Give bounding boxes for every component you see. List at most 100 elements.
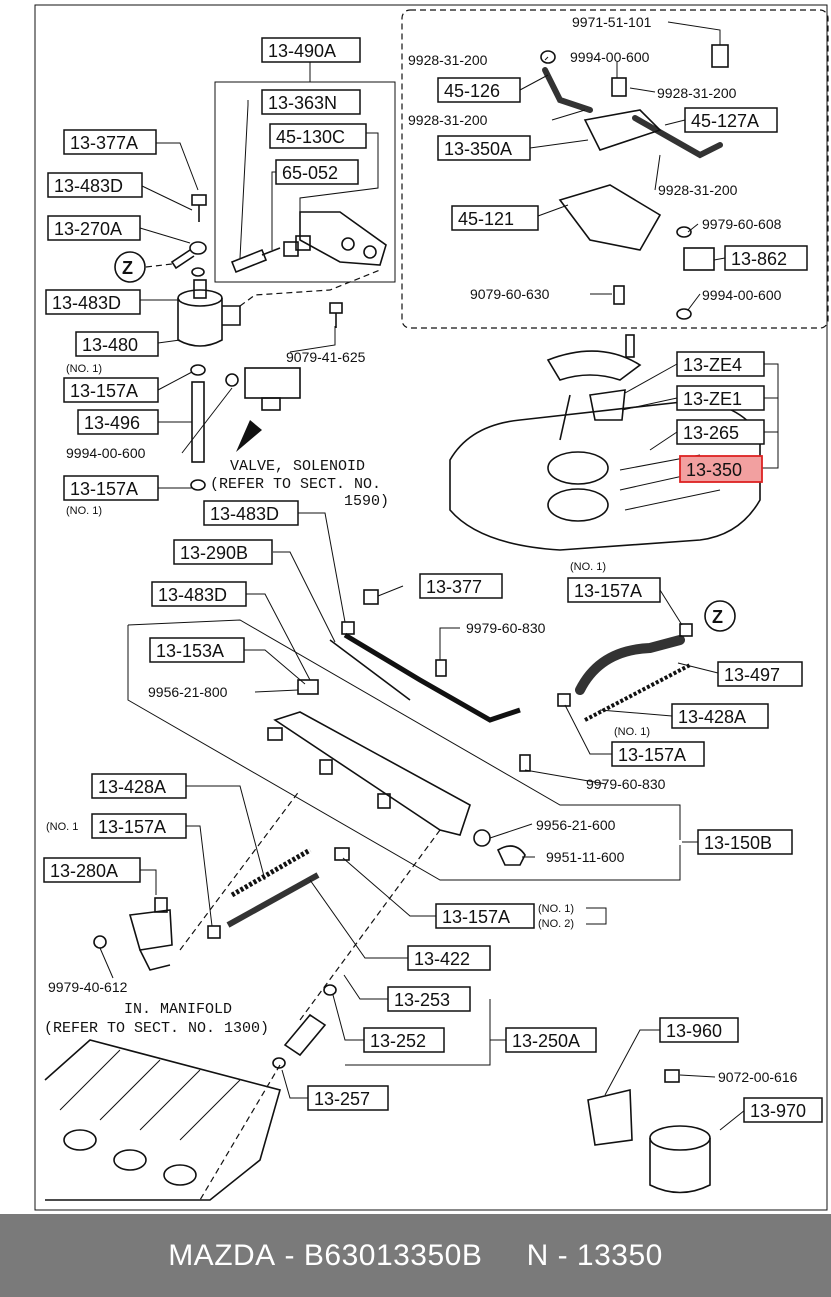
svg-text:13-253: 13-253 [394,990,450,1010]
note-no1-b: (NO. 1) [66,505,102,517]
svg-text:13-153A: 13-153A [156,641,224,661]
pn-9072-00-616: 9072-00-616 [718,1069,798,1085]
label-13-377[interactable]: 13-377 [419,573,503,599]
label-13-252[interactable]: 13-252 [363,1027,445,1053]
svg-text:13-ZE4: 13-ZE4 [683,355,742,375]
label-13-497[interactable]: 13-497 [717,661,803,687]
bolt-shape [191,194,207,222]
footer-bar: MAZDA - B63013350B N - 13350 [0,1214,831,1297]
label-13-157a-b[interactable]: 13-157A [63,475,159,501]
label-13-257[interactable]: 13-257 [307,1085,389,1111]
pn-9928-31-200-d: 9928-31-200 [658,182,738,198]
label-45-127a[interactable]: 45-127A [684,107,778,133]
svg-text:13-290B: 13-290B [180,543,248,563]
label-13-157a-a[interactable]: 13-157A [63,377,159,403]
hose-shape-3 [226,872,320,928]
hose-shape [190,364,206,491]
group-frame-490a [214,81,396,283]
svg-text:13-157A: 13-157A [442,907,510,927]
ref-marker-circle-2 [704,600,736,632]
svg-text:13-265: 13-265 [683,423,739,443]
footer-part-number: B63013350B [303,1238,483,1272]
sensor-shape [230,247,281,274]
svg-text:13-483D: 13-483D [52,293,121,313]
label-13-970[interactable]: 13-970 [743,1097,823,1123]
label-13-ze4[interactable]: 13-ZE4 [676,351,765,377]
note-no2: (NO. 2) [538,918,574,930]
label-13-960[interactable]: 13-960 [659,1017,739,1043]
label-13-270a[interactable]: 13-270A [47,215,141,241]
pn-9079-41-625: 9079-41-625 [286,349,366,365]
pn-9979-60-830-a: 9979-60-830 [466,620,546,636]
pn-9928-31-200-a: 9928-31-200 [408,52,488,68]
fuel-line-shape [267,589,531,836]
label-13-157a-c[interactable]: 13-157A [567,577,661,603]
solenoid-valve-shape [225,367,301,411]
valve-solenoid-note-3: 1590) [344,493,389,510]
label-13-377a[interactable]: 13-377A [63,129,157,155]
label-13-350-highlighted[interactable]: 13-350 [679,455,763,483]
label-13-483d-a[interactable]: 13-483D [47,172,143,198]
footer-separator: - [284,1238,296,1272]
label-13-265[interactable]: 13-265 [676,419,765,445]
label-45-121[interactable]: 45-121 [451,205,539,231]
label-13-862[interactable]: 13-862 [724,245,808,271]
label-13-157a-e[interactable]: 13-157A [91,813,187,839]
plug-shape [496,845,526,866]
label-13-280a[interactable]: 13-280A [43,857,141,883]
svg-text:13-157A: 13-157A [70,381,138,401]
svg-text:13-157A: 13-157A [70,479,138,499]
pn-9079-60-630: 9079-60-630 [470,286,550,302]
label-13-350a[interactable]: 13-350A [437,135,531,161]
label-13-483d-c[interactable]: 13-483D [203,500,299,526]
label-13-480[interactable]: 13-480 [75,331,159,357]
label-13-422[interactable]: 13-422 [407,945,491,971]
label-13-363n[interactable]: 13-363N [261,89,361,115]
label-65-052[interactable]: 65-052 [275,159,359,185]
pn-9956-21-600: 9956-21-600 [536,817,616,833]
arrow-indicator [236,420,262,452]
label-13-483d-d[interactable]: 13-483D [151,581,247,607]
canister-shape [587,1069,711,1194]
parts-diagram: Z [34,4,829,1211]
pn-9979-60-608: 9979-60-608 [702,216,782,232]
label-13-150b[interactable]: 13-150B [697,829,793,855]
label-13-ze1[interactable]: 13-ZE1 [676,385,765,411]
note-no1-c: (NO. 1) [570,561,606,573]
label-13-250a[interactable]: 13-250A [505,1027,597,1053]
manifold-note-2: (REFER TO SECT. NO. 1300) [44,1020,269,1037]
leader-lines [99,21,779,1131]
svg-text:45-126: 45-126 [444,81,500,101]
note-no1-e: (NO. 1 [46,821,78,833]
pn-9951-11-600: 9951-11-600 [546,849,625,865]
pn-9994-00-600-a: 9994-00-600 [570,49,650,65]
label-13-483d-b[interactable]: 13-483D [45,289,141,315]
svg-text:13-377: 13-377 [426,577,482,597]
label-45-130c[interactable]: 45-130C [269,123,367,149]
label-13-290b[interactable]: 13-290B [173,539,273,565]
label-13-428a-b[interactable]: 13-428A [91,773,187,799]
pressure-regulator-shape [93,897,173,971]
inset-vent-parts [540,44,729,320]
label-45-126[interactable]: 45-126 [437,77,521,103]
label-13-490a[interactable]: 13-490A [261,37,361,63]
svg-text:45-127A: 45-127A [691,111,759,131]
svg-text:13-280A: 13-280A [50,861,118,881]
ref-marker-z: Z [122,258,133,278]
bracket-plate-shape [283,211,387,266]
label-13-157a-d[interactable]: 13-157A [611,741,705,767]
svg-text:13-480: 13-480 [82,335,138,355]
label-13-253[interactable]: 13-253 [387,986,471,1012]
label-13-153a[interactable]: 13-153A [149,637,245,663]
label-13-157a-f[interactable]: 13-157A [435,903,535,929]
pn-9928-31-200-c: 9928-31-200 [408,112,488,128]
svg-text:13-970: 13-970 [750,1101,806,1121]
label-13-428a-a[interactable]: 13-428A [671,703,769,729]
svg-text:13-363N: 13-363N [268,93,337,113]
svg-text:13-252: 13-252 [370,1031,426,1051]
ref-marker-circle [114,251,146,283]
svg-text:13-862: 13-862 [731,249,787,269]
label-13-496[interactable]: 13-496 [77,409,159,435]
gasket-shape [473,829,491,847]
dashed-inset-frame [401,9,829,329]
